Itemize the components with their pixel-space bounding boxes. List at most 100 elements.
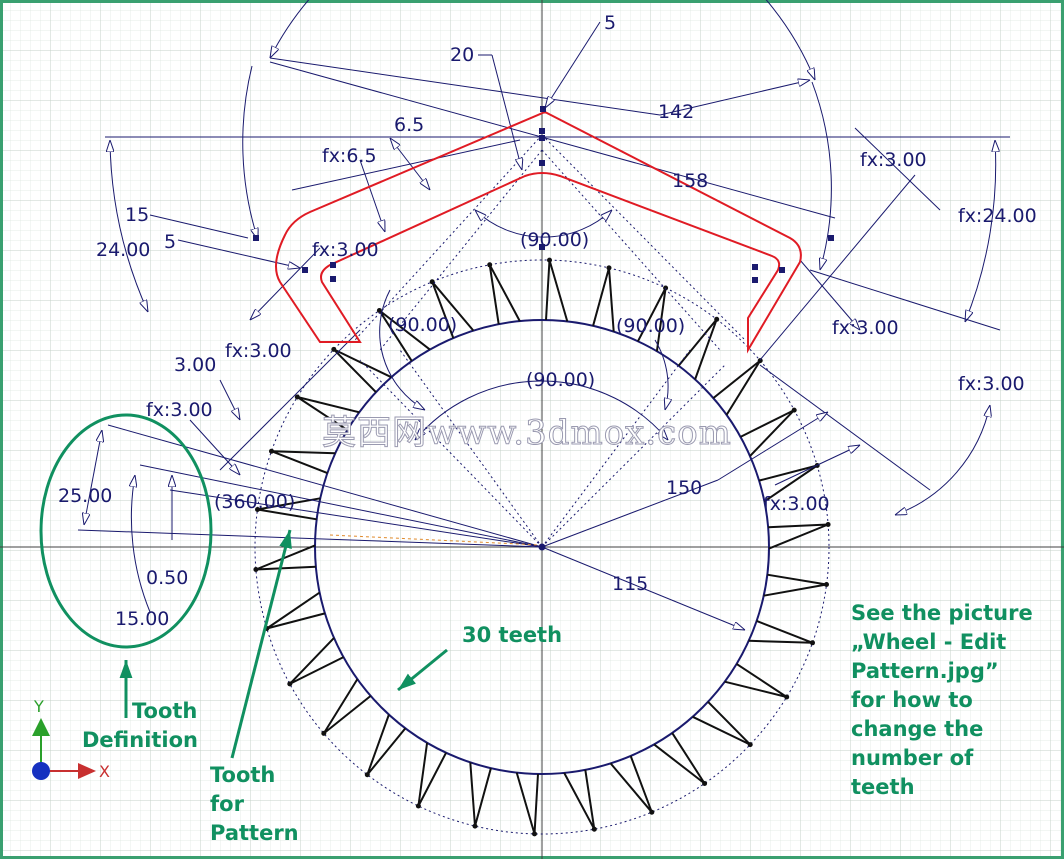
tooth-tip-point <box>255 507 260 512</box>
tooth-def-dim-25 <box>84 430 102 525</box>
dim-line-15 <box>149 214 249 239</box>
dim-label-6-5[interactable]: 6.5 <box>394 114 424 136</box>
tooth-def-dim-15 <box>131 475 151 613</box>
tooth-tip-point <box>287 681 293 687</box>
dim-label-fx3-top-right[interactable]: fx:3.00 <box>860 149 927 171</box>
construction-line <box>541 364 726 548</box>
dim-label-fx24-right[interactable]: fx:24.00 <box>958 205 1037 227</box>
dim-arc-90-center <box>415 380 668 440</box>
tooth-tip-point <box>784 694 790 700</box>
sketch-point <box>539 128 545 134</box>
dim-label-5-left[interactable]: 5 <box>164 231 176 253</box>
dim-line-fx3-right-bottom <box>774 445 860 486</box>
tooth-tip-point <box>547 257 552 263</box>
note-tooth-pattern-1: Tooth <box>210 763 275 787</box>
dim-label-24-left[interactable]: 24.00 <box>96 239 150 261</box>
dim-label-90-center[interactable]: (90.00) <box>526 369 595 391</box>
dim-label-90-left[interactable]: (90.00) <box>388 314 457 336</box>
dim-label-fx3-left-low[interactable]: fx:3.00 <box>146 399 213 421</box>
dim-line-fx3-right-mid <box>809 269 1001 331</box>
sketch-point <box>330 276 336 282</box>
outer-dotted-circle <box>254 259 830 835</box>
dim-line-115 <box>541 546 745 630</box>
sketch-point <box>539 135 545 141</box>
dim-label-0-5[interactable]: 0.50 <box>146 567 188 589</box>
profile-outer <box>275 110 802 354</box>
dim-arc-fx24-right <box>965 140 996 322</box>
dim-line-142b <box>659 80 810 116</box>
sketch-point <box>779 267 785 273</box>
dim-line-fx6-5 <box>291 139 521 191</box>
dim-line-158 <box>269 61 836 219</box>
tooth-tip-point <box>294 394 300 400</box>
tooth-def-line-b <box>139 464 543 548</box>
rim-profile <box>275 110 802 354</box>
dim-arc-fx3-right-low <box>895 405 990 515</box>
dim-label-90-right[interactable]: (90.00) <box>616 315 685 337</box>
tooth-tip-point <box>253 567 259 572</box>
dim-label-fx3-right-mid[interactable]: fx:3.00 <box>832 317 899 339</box>
dim-line-142 <box>269 57 661 116</box>
tooth-tip-point <box>649 809 655 815</box>
tooth-definition-ellipse <box>39 413 213 649</box>
dim-label-25[interactable]: 25.00 <box>58 485 112 507</box>
inner-rim-circle <box>314 319 770 775</box>
dim-arc-24-left <box>110 140 148 312</box>
tooth-tip-point <box>487 262 493 268</box>
wheel <box>253 257 831 837</box>
dim-line-fx3-left-mid <box>219 329 361 471</box>
dim-line-360 <box>169 489 543 548</box>
tooth-tip-point <box>321 730 327 736</box>
dim-label-3-left[interactable]: 3.00 <box>174 354 216 376</box>
note-see-7: teeth <box>851 775 915 799</box>
dim-label-fx3-left-mid[interactable]: fx:3.00 <box>225 340 292 362</box>
orange-reference-line <box>329 534 541 546</box>
note-see-2: „Wheel - Edit <box>851 630 1006 654</box>
note-see-6: number of <box>851 746 974 770</box>
note-30-teeth: 30 teeth <box>462 623 562 647</box>
sketch-point <box>302 267 308 273</box>
triad-x-label: X <box>99 762 110 781</box>
construction-lines <box>354 134 746 548</box>
dim-label-fx6-5[interactable]: fx:6.5 <box>322 145 377 167</box>
construction-line <box>541 134 746 341</box>
dim-label-fx3-right-low[interactable]: fx:3.00 <box>958 373 1025 395</box>
tooth-tip-point <box>606 265 612 271</box>
dim-label-158[interactable]: 158 <box>672 170 708 192</box>
dim-label-90-top[interactable]: (90.00) <box>520 229 589 251</box>
dim-line-20b <box>491 54 522 170</box>
dim-label-15-tooth[interactable]: 15.00 <box>115 608 169 630</box>
dim-line-5-top <box>545 21 601 108</box>
note-see-5: change the <box>851 717 983 741</box>
sketch-points <box>253 106 834 283</box>
sketch-point <box>540 106 546 112</box>
dim-label-15-left[interactable]: 15 <box>125 204 149 226</box>
wheel-teeth <box>253 257 831 837</box>
dim-label-fx3-left-top[interactable]: fx:3.00 <box>312 239 379 261</box>
arrow-30-teeth <box>397 648 448 692</box>
dim-arc-90-left <box>379 289 425 410</box>
dim-line-fx3-right-mid-b <box>799 259 860 330</box>
tooth-tip-point <box>825 522 831 527</box>
dimension-labels: 5 20 142 158 6.5 fx:6.5 fx:3.00 fx:24.00… <box>58 12 1037 630</box>
dim-label-115[interactable]: 115 <box>612 573 648 595</box>
watermark: 莫西网www.3dmox.com <box>322 413 732 453</box>
dim-label-20[interactable]: 20 <box>450 44 474 66</box>
note-tooth-pattern-2: for <box>210 792 245 816</box>
tooth-tip-point <box>714 316 720 322</box>
sketch-point <box>828 235 834 241</box>
dim-label-fx3-right-bottom[interactable]: fx:3.00 <box>763 493 830 515</box>
arrow-tooth-for-pattern <box>230 529 292 759</box>
dimension-lines <box>77 0 1010 630</box>
dim-label-5-top[interactable]: 5 <box>604 12 616 34</box>
triad-origin <box>32 762 50 780</box>
tooth-tip-point <box>663 285 669 291</box>
dim-label-142[interactable]: 142 <box>658 101 694 123</box>
tooth-tip-point <box>429 279 435 285</box>
dim-label-360[interactable]: (360.00) <box>214 491 295 513</box>
dim-label-150[interactable]: 150 <box>666 477 702 499</box>
tooth-tip-point <box>702 781 708 786</box>
